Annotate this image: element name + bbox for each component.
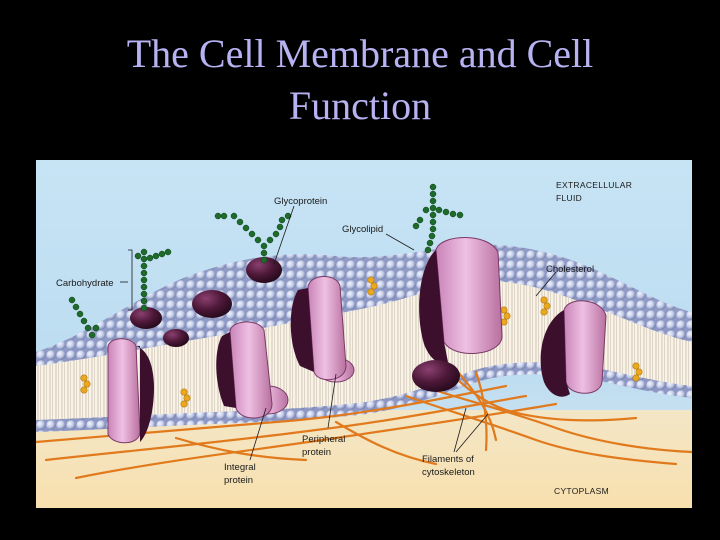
label-extracellular-1: EXTRACELLULAR [556,180,632,190]
label-glycoprotein: Glycoprotein [274,196,327,207]
label-filaments-1: Filaments of [422,454,474,465]
label-peripheral-1: Peripheral [302,434,345,445]
protein-bottom [412,360,460,392]
channel-protein [412,237,503,392]
surface-proteins [130,257,282,347]
label-integral-2: protein [224,475,253,486]
label-glycolipid: Glycolipid [342,224,383,235]
cell-membrane-diagram: EXTRACELLULAR FLUID Glycoprotein Glycoli… [36,160,692,508]
label-cytoplasm: CYTOPLASM [554,486,609,496]
slide-title: The Cell Membrane and Cell Function [0,28,720,132]
leader-lines [120,205,557,461]
integral-protein-center [216,321,273,419]
bilayer-tails [36,281,692,424]
label-peripheral-2: protein [302,447,331,458]
label-filaments-2: cytoskeleton [422,467,475,478]
label-cholesterol: Cholesterol [546,264,594,275]
integral-protein-left [107,338,154,444]
title-line-1: The Cell Membrane and Cell [126,31,594,76]
title-line-2: Function [288,83,432,128]
integral-protein-right [540,300,607,397]
integral-protein-middle [290,276,347,381]
carbohydrate-chains [68,183,464,339]
label-integral-1: Integral [224,462,256,473]
label-carbohydrate: Carbohydrate [56,278,114,289]
label-extracellular-2: FLUID [556,193,582,203]
